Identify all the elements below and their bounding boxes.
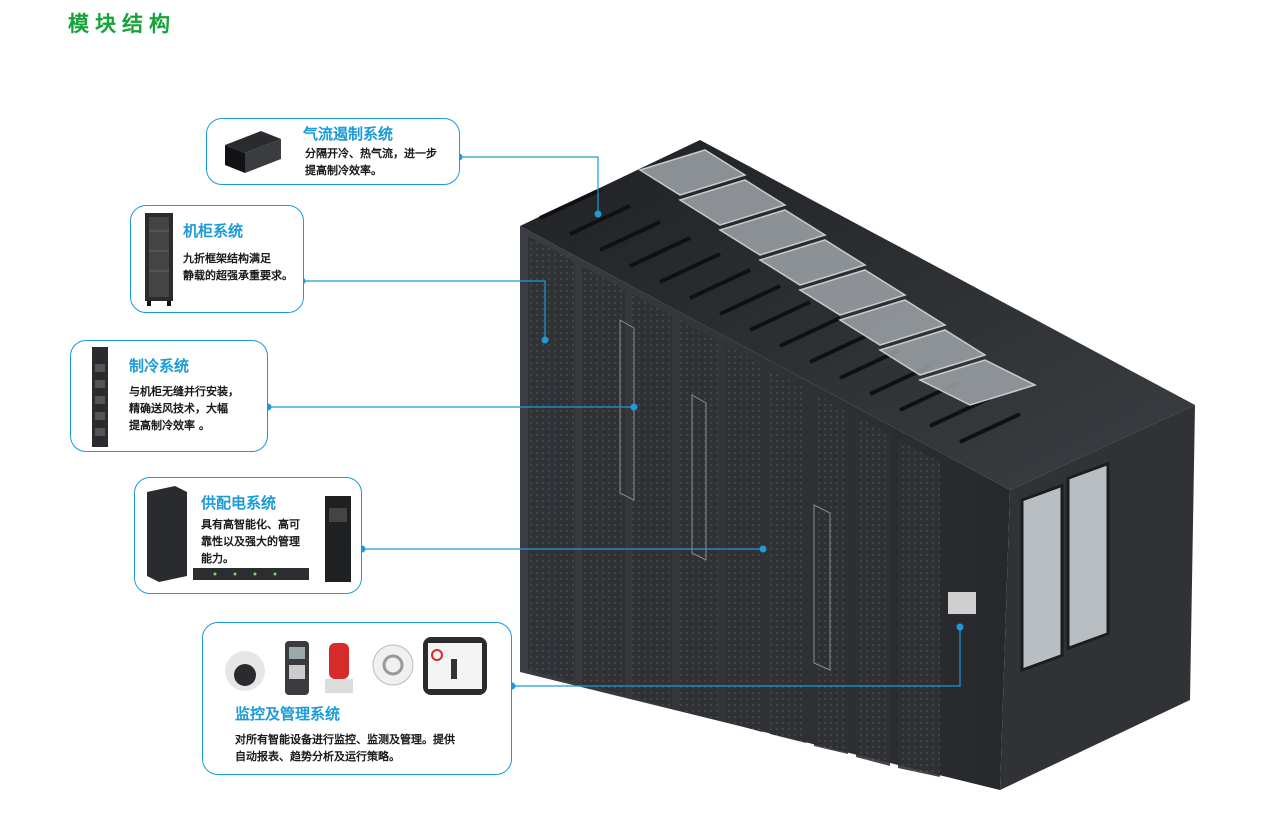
module-desc-line: 精确送风技术，大幅 [129,402,228,415]
cabinet-vents [619,319,831,671]
power-distribution-icon [147,486,351,582]
monitoring-devices-icon [225,637,487,695]
module-card-power: 供配电系统 具有高智能化、高可 靠性以及强大的管理 能力。 [134,477,362,594]
module-desc-line: 与机柜无缝并行安装， [129,385,239,398]
cabinet-label-plate [948,592,976,614]
module-title-power: 供配电系统 [201,494,277,512]
module-desc-line: 靠性以及强大的管理 [201,535,300,548]
cabinet-doors [528,236,940,777]
module-card-cooling: 制冷系统 与机柜无缝并行安装， 精确送风技术，大幅 提高制冷效率 。 [70,340,268,452]
module-desc-line: 自动报表、趋势分析及运行策略。 [235,750,400,763]
glass-roof-panels [638,149,1038,406]
module-desc-line: 九折框架结构满足 [183,252,271,265]
module-desc-line: 对所有智能设备进行监控、监测及管理。提供 [235,733,455,746]
module-desc-line: 具有高智能化、高可 [201,518,300,531]
page-title: 模块结构 [68,12,176,36]
module-desc-line: 静载的超强承重要求。 [183,269,293,282]
module-card-monitoring: 监控及管理系统 对所有智能设备进行监控、监测及管理。提供 自动报表、趋势分析及运… [202,622,512,775]
alarm-light-icon [325,643,353,693]
module-title-cabinet: 机柜系统 [183,222,244,240]
module-desc-line: 能力。 [201,552,234,565]
monitor-screen-icon [423,637,487,695]
connector-lines [268,156,961,687]
module-title-monitoring: 监控及管理系统 [235,705,341,723]
dome-camera-icon [225,651,265,691]
module-card-cabinet: 机柜系统 九折框架结构满足 静载的超强承重要求。 [130,205,304,313]
module-desc-line: 提高制冷效率 。 [129,419,210,432]
end-doors [1020,461,1110,673]
module-title-airflow: 气流遏制系统 [303,125,394,143]
smoke-detector-icon [372,644,414,686]
aisle-containment-panel-icon [225,131,281,173]
server-cabinet-icon [145,213,173,306]
inrow-cooling-unit-icon [92,347,108,447]
module-title-cooling: 制冷系统 [129,357,190,375]
top-fins [539,188,1021,444]
module-desc-line: 提高制冷效率。 [305,164,382,177]
module-card-airflow: 气流遏制系统 分隔开冷、热气流，进一步 提高制冷效率。 [206,118,460,185]
access-control-icon [285,641,309,695]
module-desc-line: 分隔开冷、热气流，进一步 [305,147,437,160]
